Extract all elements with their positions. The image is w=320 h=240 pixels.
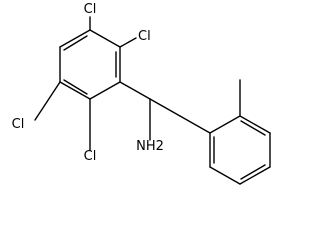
- cl-label-bottom: Cl: [84, 149, 97, 164]
- bond-ch-to-ch2: [149, 98, 181, 117]
- bond: [209, 115, 241, 134]
- bond: [59, 81, 91, 100]
- bond: [63, 35, 88, 51]
- tolyl-ring: [209, 115, 271, 185]
- cl-label-top-left: Cl: [84, 2, 97, 17]
- bond: [63, 79, 88, 95]
- bond-ch2-to-tolyl: [179, 115, 211, 134]
- cl-label-left: Cl: [12, 117, 25, 132]
- bond: [240, 164, 266, 180]
- amine-label: NH2: [136, 139, 164, 154]
- cl-label-top-right: Cl: [138, 29, 151, 44]
- bond: [59, 29, 91, 48]
- bond-ring-to-chcarbon: [119, 81, 151, 100]
- bond: [240, 120, 266, 136]
- bond-cl-top-right: [119, 37, 137, 48]
- bond: [239, 166, 271, 185]
- tetrachlorophenyl-ring: [59, 29, 121, 100]
- bond: [209, 166, 241, 185]
- bond: [89, 29, 121, 48]
- bond: [89, 81, 121, 100]
- bond: [239, 115, 271, 134]
- bond-cl-left: [34, 81, 61, 121]
- structure-diagram: Cl Cl Cl Cl NH2: [12, 2, 271, 185]
